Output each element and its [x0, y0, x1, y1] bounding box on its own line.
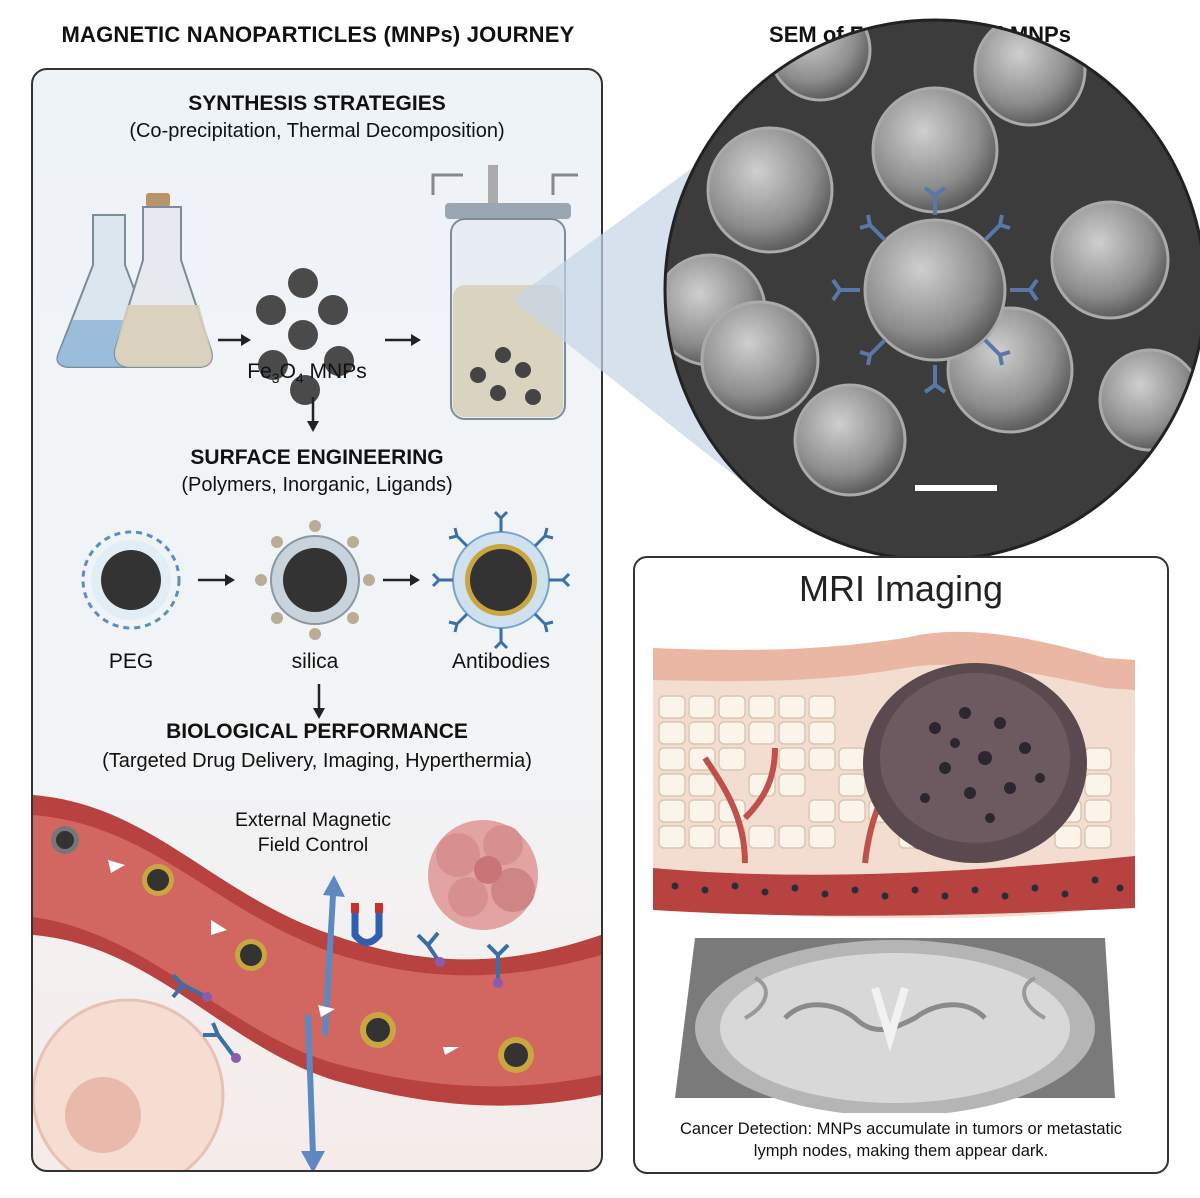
surface-title: SURFACE ENGINEERING — [190, 446, 444, 469]
surface-subtitle: (Polymers, Inorganic, Ligands) — [181, 474, 453, 496]
surface-illustration — [81, 510, 571, 650]
scale-bar — [915, 485, 997, 491]
vessel-lumen — [33, 815, 601, 1087]
fe3o4-sub3: 3 — [271, 370, 280, 387]
journey-panel: SYNTHESIS STRATEGIES (Co-precipitation, … — [31, 68, 603, 1172]
nanoparticle-cluster — [256, 268, 354, 405]
vessel-mnp-dots — [671, 876, 1124, 900]
arrow-icon — [383, 574, 420, 586]
caption-line2: lymph nodes, making them appear dark. — [753, 1142, 1049, 1160]
brain-mri-scan — [675, 938, 1115, 1113]
synthesis-title: SYNTHESIS STRATEGIES — [188, 92, 446, 115]
vessel-particles — [51, 826, 534, 1073]
antibody-particle — [431, 510, 571, 650]
fe3o4-label-mnps: MNPs — [303, 360, 367, 383]
down-arrow-icon — [313, 684, 325, 719]
mri-illustration — [653, 631, 1135, 1113]
peg-label: PEG — [108, 650, 154, 673]
tissue-bottom-vessel — [653, 856, 1135, 916]
down-arrow-icon — [307, 397, 319, 432]
arrow-icon — [385, 334, 421, 346]
sem-image — [665, 20, 1200, 560]
bio-title: BIOLOGICAL PERFORMANCE — [166, 720, 468, 743]
flask-icon — [113, 193, 213, 368]
field-label-line1: External Magnetic — [234, 809, 392, 831]
mri-caption: Cancer Detection: MNPs accumulate in tum… — [643, 1118, 1159, 1162]
silica-label: silica — [291, 650, 339, 673]
magnet-icon — [351, 903, 383, 946]
arrow-icon — [218, 334, 251, 346]
arrow-icon — [198, 574, 235, 586]
field-label-line2: Field Control — [257, 834, 369, 856]
peg-particle — [81, 530, 181, 630]
fe3o4-label-fe: Fe — [247, 360, 272, 383]
mri-title: MRI Imaging — [798, 568, 1004, 609]
journey-title: MAGNETIC NANOPARTICLES (MNPs) JOURNEY — [61, 22, 575, 47]
antibodies-label: Antibodies — [451, 650, 551, 673]
sem-zoom-graphic — [512, 18, 1200, 560]
linker-dots — [202, 957, 503, 1063]
cell — [33, 998, 225, 1170]
fe3o4-sub4: 4 — [295, 370, 304, 387]
antibody-binders — [171, 931, 510, 1057]
synthesis-subtitle: (Co-precipitation, Thermal Decomposition… — [129, 120, 505, 142]
fe3o4-label-o: O — [279, 360, 296, 383]
bio-subtitle: (Targeted Drug Delivery, Imaging, Hypert… — [102, 750, 532, 772]
blood-vessel-scene — [33, 795, 601, 1170]
mri-panel: MRI Imaging — [633, 556, 1169, 1174]
silica-particle — [255, 520, 375, 640]
caption-line1: Cancer Detection: MNPs accumulate in tum… — [680, 1120, 1122, 1138]
synthesis-illustration — [56, 165, 578, 420]
tumor-cluster — [428, 820, 538, 930]
fe3o4-label: Fe3O4 MNPs — [227, 360, 387, 386]
reactor-icon — [431, 165, 578, 420]
flow-arrows — [108, 860, 459, 1055]
tumor-mass — [863, 663, 1087, 863]
magnetic-field-label: External Magnetic Field Control — [203, 808, 423, 858]
